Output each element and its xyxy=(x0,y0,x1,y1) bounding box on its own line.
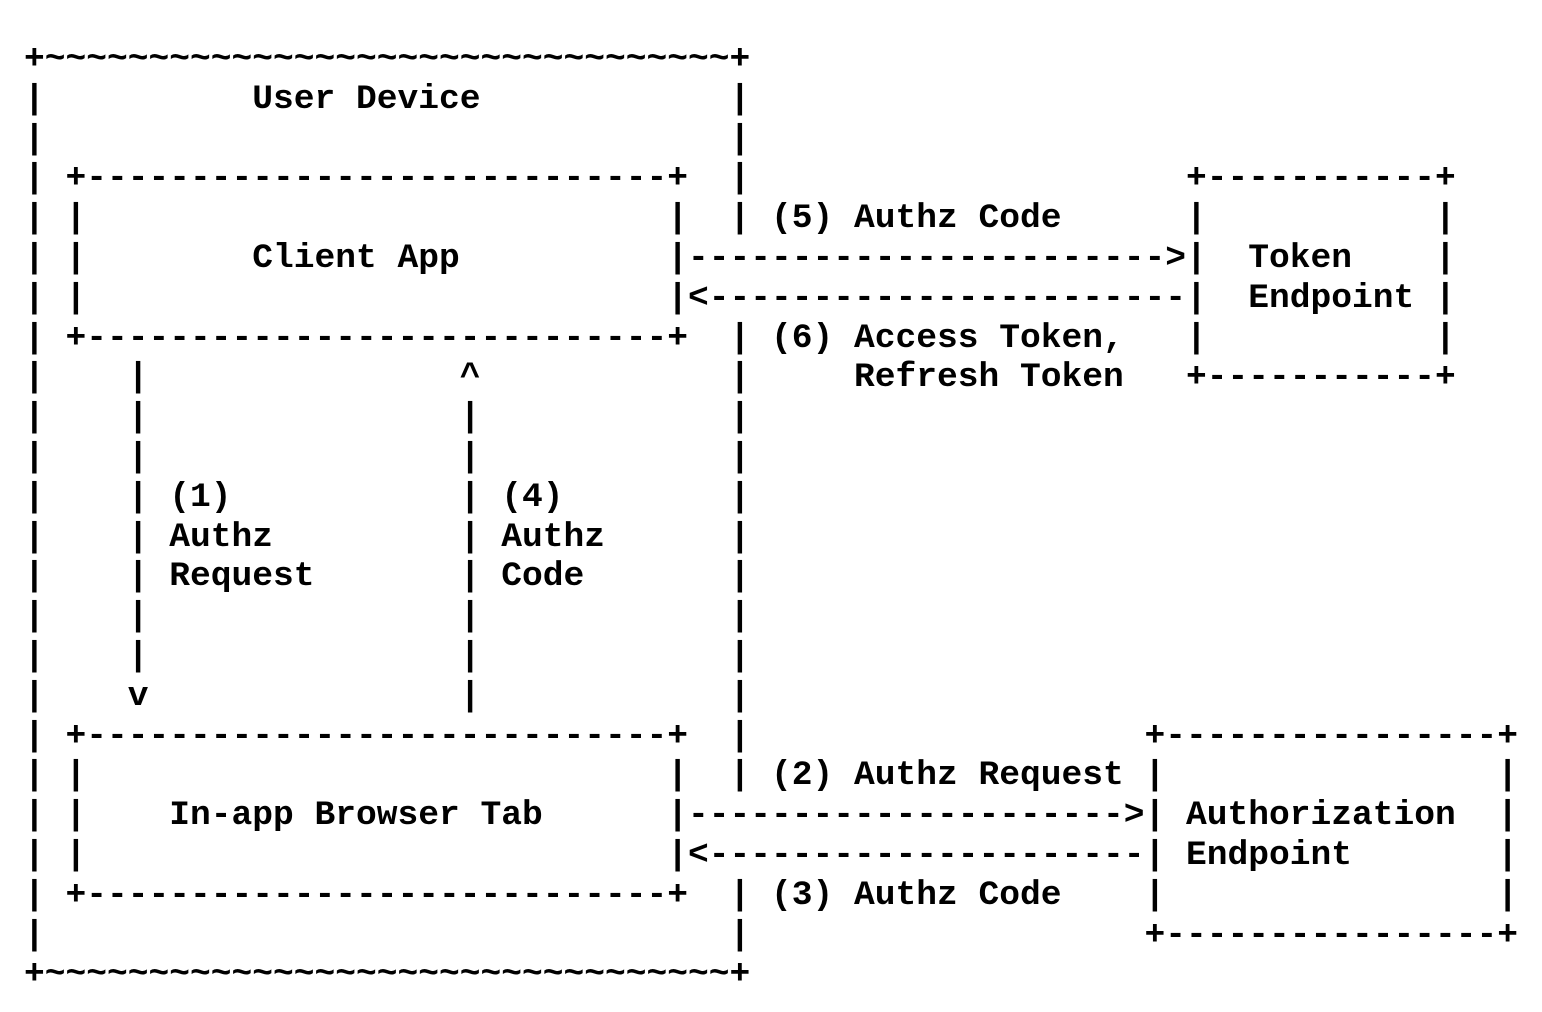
ascii-flow-diagram: +~~~~~~~~~~~~~~~~~~~~~~~~~~~~~~~~~+ | Us… xyxy=(24,40,1519,995)
oauth-native-app-flow-figure: +~~~~~~~~~~~~~~~~~~~~~~~~~~~~~~~~~+ | Us… xyxy=(24,40,1519,995)
